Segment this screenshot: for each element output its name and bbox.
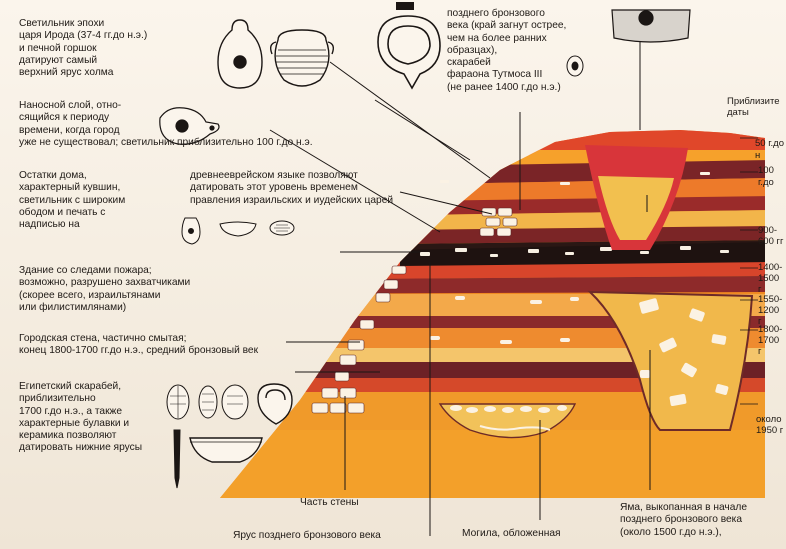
date-50bc: 50 г.до н xyxy=(755,138,785,163)
label-burnt-building: Здание со следами пожара; возможно, разр… xyxy=(19,265,259,314)
date-1550-1200: 1550- 1200 г xyxy=(758,294,785,327)
date-1800-1700: 1800- 1700 г xyxy=(758,324,785,357)
label-alluvium: Наносной слой, отно- сящийся к периоду в… xyxy=(19,100,379,149)
label-herod: Светильник эпохи царя Ирода (37-4 гг.до … xyxy=(19,18,214,79)
label-egyptian-scarab: Египетский скарабей, приблизительно 1700… xyxy=(19,381,169,455)
late-bronze-lamp-icon xyxy=(378,16,440,88)
label-grave: Могила, обложенная xyxy=(462,528,592,540)
egyptian-scarab-icons xyxy=(167,385,248,419)
label-pit: Яма, выкопанная в начале позднего бронзо… xyxy=(620,502,780,539)
cooking-pot-icon xyxy=(271,30,334,86)
carinated-bowl-icon xyxy=(190,438,262,462)
date-1400-1500: 1400- 1500 г xyxy=(758,262,785,295)
label-hebrew-seal: древнееврейском языке позволяют датирова… xyxy=(190,170,430,207)
date-900-600: 900- 600 гг xyxy=(758,225,785,247)
lamp-top-right-icon xyxy=(612,10,690,42)
herod-lamp-icon xyxy=(218,20,262,88)
label-city-wall: Городская стена, частично смытая; конец … xyxy=(19,333,349,358)
label-late-bronze-layer: Ярус позднего бронзового века xyxy=(233,530,423,542)
house-jug-icon xyxy=(182,218,200,244)
top-small-object xyxy=(396,2,414,10)
date-1950: около 1950 г xyxy=(756,414,785,436)
dates-title: Приблизите даты xyxy=(727,96,785,118)
toggle-pin-icon xyxy=(174,430,180,488)
label-late-bronze-lamp: позднего бронзового века (край загнут ос… xyxy=(447,8,617,94)
seal-icon xyxy=(270,221,294,235)
house-lamp-icon xyxy=(220,222,256,236)
date-100bc: 100 г.до xyxy=(758,165,785,190)
label-house: Остатки дома, характерный кувшин, светил… xyxy=(19,170,184,231)
label-wall-part: Часть стены xyxy=(300,497,390,509)
